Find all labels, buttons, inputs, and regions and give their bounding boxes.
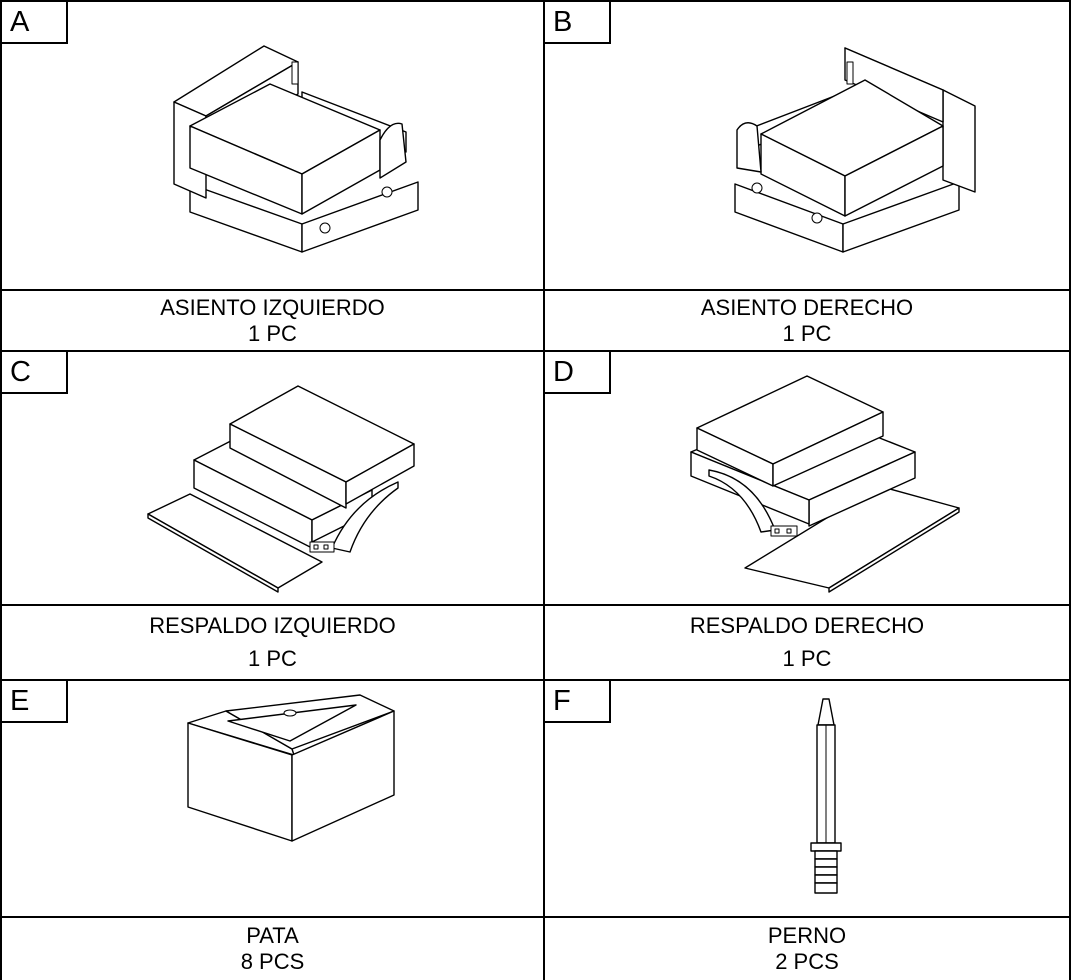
bolt-drawing [810,698,842,894]
part-a-caption: ASIENTO IZQUIERDO 1 PC [0,291,545,352]
part-f-image-cell: F [545,681,1071,918]
part-c-qty: 1 PC [248,645,297,671]
part-e-image-cell: E [0,681,545,918]
part-d-letter: D [545,352,611,394]
part-c-image-cell: C [0,352,545,606]
part-b-image-cell: B [545,0,1071,291]
part-b-letter: B [545,2,611,44]
part-d-name: RESPALDO DERECHO [689,613,925,639]
part-f-qty: 2 PCS [775,949,839,974]
part-a-name: ASIENTO IZQUIERDO [160,294,385,320]
part-d-qty: 1 PC [782,645,832,671]
part-e-name: PATA [246,923,299,948]
part-b-qty: 1 PC [782,320,832,346]
left-backrest-drawing [147,385,415,593]
leg-drawing [187,694,395,842]
right-backrest-drawing [690,375,960,593]
part-e-letter: E [2,681,68,723]
part-f-letter: F [545,681,611,723]
left-seat-drawing [173,45,419,253]
part-c-caption: RESPALDO IZQUIERDO 1 PC [0,606,545,681]
part-b-caption: ASIENTO DERECHO 1 PC [545,291,1071,352]
part-f-name: PERNO [767,923,847,948]
part-c-letter: C [2,352,68,394]
part-a-qty: 1 PC [248,320,297,346]
part-f-caption: PERNO 2 PCS [545,918,1071,980]
part-e-qty: 8 PCS [240,949,305,974]
part-e-caption: PATA 8 PCS [0,918,545,980]
part-d-caption: RESPALDO DERECHO 1 PC [545,606,1071,681]
part-d-image-cell: D [545,352,1071,606]
part-a-letter: A [2,2,68,44]
right-seat-drawing [734,47,976,253]
part-c-name: RESPALDO IZQUIERDO [149,613,396,639]
part-b-name: ASIENTO DERECHO [700,294,914,320]
part-a-image-cell: A [0,0,545,291]
